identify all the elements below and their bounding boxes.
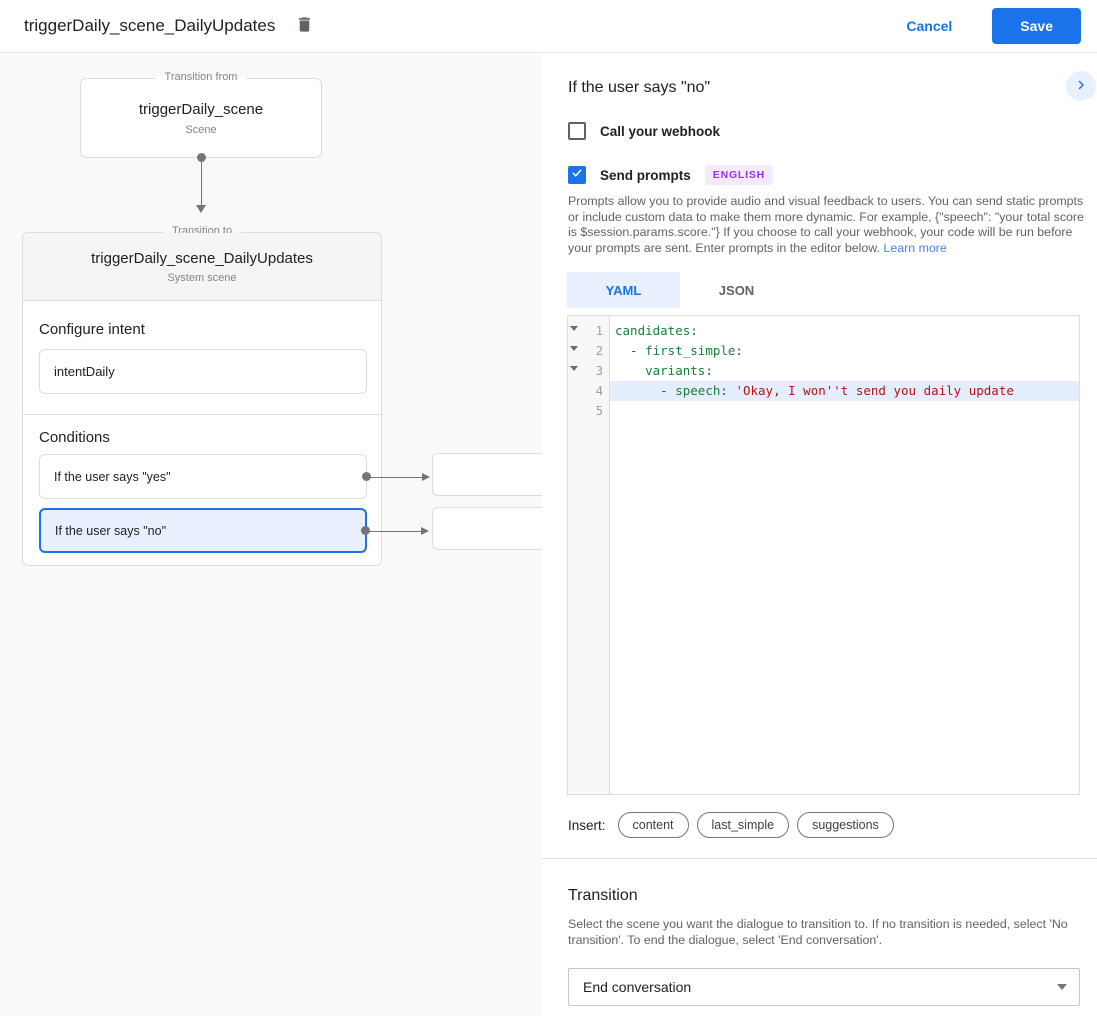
from-node-title: triggerDaily_scene (138, 100, 264, 118)
insert-chip-content[interactable]: content (617, 812, 689, 838)
arrow-down-icon (196, 205, 206, 213)
cancel-button[interactable]: Cancel (890, 10, 968, 42)
insert-chip-suggestions[interactable]: suggestions (797, 812, 894, 838)
check-icon (571, 166, 583, 184)
condition-label: If the user says "yes" (54, 469, 171, 484)
to-node-header: triggerDaily_scene_DailyUpdates System s… (23, 233, 381, 301)
code-token-key: variants (645, 363, 706, 378)
code-line: - speech: 'Okay, I won''t send you daily… (610, 381, 1079, 401)
connector-dot (196, 153, 206, 162)
save-button[interactable]: Save (992, 8, 1081, 44)
condition-detail-panel: If the user says "no" Call your webhook … (542, 53, 1097, 1016)
delete-button[interactable] (295, 14, 314, 38)
editor-code-area[interactable]: candidates: - first_simple: variants: - … (610, 316, 1079, 794)
editor-gutter: 1 2 3 4 5 (568, 316, 610, 794)
page-title: triggerDaily_scene_DailyUpdates (24, 16, 276, 35)
line-number: 5 (595, 404, 603, 418)
condition-target-node[interactable] (432, 453, 542, 496)
dropdown-caret-icon (1057, 984, 1067, 990)
code-token-str: 'Okay, I won''t send you daily update (735, 383, 1014, 398)
section-divider (542, 858, 1097, 859)
code-token-key: first_simple (645, 343, 736, 358)
webhook-checkbox-label: Call your webhook (600, 123, 721, 139)
arrow-right-icon (421, 526, 429, 535)
insert-chips: content last_simple suggestions (617, 812, 902, 838)
transition-to-card: Transition to triggerDaily_scene_DailyUp… (22, 225, 430, 566)
intent-field[interactable]: intentDaily (39, 349, 367, 394)
code-token-p: : (690, 323, 698, 338)
webhook-checkbox-row: Call your webhook (568, 122, 720, 140)
top-bar: triggerDaily_scene_DailyUpdates Cancel S… (0, 0, 1097, 53)
transition-select[interactable]: End conversation (568, 968, 1080, 1006)
yaml-code-editor: 1 2 3 4 5 candidates: - first_simple: varian… (567, 315, 1080, 795)
prompts-description-text: Prompts allow you to provide audio and v… (568, 194, 1084, 255)
code-line: candidates: (610, 321, 1079, 341)
send-prompts-checkbox-label: Send prompts (600, 167, 691, 183)
chevron-right-icon (1075, 79, 1087, 94)
send-prompts-checkbox-row: Send prompts ENGLISH (568, 165, 774, 185)
to-node-title: triggerDaily_scene_DailyUpdates (91, 249, 313, 267)
fold-arrow-icon[interactable] (570, 326, 578, 331)
to-node-subtitle: System scene (167, 271, 237, 284)
insert-chip-last_simple[interactable]: last_simple (696, 812, 790, 838)
connector-dot (362, 472, 371, 481)
code-line: variants: (610, 361, 1079, 381)
code-token-p: - (615, 343, 646, 358)
code-token-p: : (705, 363, 713, 378)
arrow-right-icon (422, 472, 430, 481)
prompts-description: Prompts allow you to provide audio and v… (568, 194, 1084, 256)
transition-from-legend: Transition from (155, 71, 247, 83)
panel-title: If the user says "no" (568, 79, 711, 96)
condition-item[interactable]: If the user says "no" (39, 508, 429, 553)
transition-from-node[interactable]: Transition from triggerDaily_scene Scene (80, 71, 322, 158)
code-line (610, 401, 1079, 421)
send-prompts-checkbox[interactable] (568, 166, 586, 184)
insert-row: Insert: content last_simple suggestions (568, 812, 902, 838)
line-number: 4 (595, 384, 603, 398)
code-token-key: speech (675, 383, 721, 398)
condition-label: If the user says "no" (55, 523, 167, 538)
connector-hline (369, 530, 421, 532)
language-badge: ENGLISH (704, 165, 774, 185)
card-divider (23, 414, 381, 415)
code-token-key: candidates (615, 323, 691, 338)
code-token-p: : (735, 343, 743, 358)
transition-arrow (196, 153, 206, 265)
conditions-label: Conditions (39, 429, 110, 446)
tab-json[interactable]: JSON (718, 282, 755, 298)
configure-intent-label: Configure intent (39, 321, 145, 338)
transition-selected-value: End conversation (583, 979, 692, 995)
learn-more-link[interactable]: Learn more (883, 240, 947, 255)
fold-arrow-icon[interactable] (570, 366, 578, 371)
code-token-p (615, 363, 645, 378)
trash-icon (295, 14, 314, 38)
from-node-subtitle: Scene (185, 123, 217, 136)
collapse-panel-button[interactable] (1066, 71, 1096, 101)
code-token-p: - (615, 383, 676, 398)
transition-description: Select the scene you want the dialogue t… (568, 917, 1068, 947)
line-number: 2 (595, 344, 603, 358)
diagram-canvas: Transition from triggerDaily_scene Scene… (0, 53, 542, 1016)
editor-format-tabs: YAML JSON (567, 272, 793, 308)
webhook-checkbox[interactable] (568, 122, 586, 140)
code-line: - first_simple: (610, 341, 1079, 361)
transition-section-title: Transition (568, 887, 638, 904)
fold-arrow-icon[interactable] (570, 346, 578, 351)
connector-dot (361, 526, 370, 535)
connector-hline (370, 476, 422, 478)
line-number: 1 (595, 324, 603, 338)
intent-value: intentDaily (54, 364, 115, 379)
insert-label: Insert: (568, 817, 606, 833)
condition-item[interactable]: If the user says "yes" (39, 454, 430, 499)
code-token-p: : (720, 383, 736, 398)
condition-target-node[interactable] (432, 507, 542, 550)
tab-yaml[interactable]: YAML (567, 272, 680, 308)
line-number: 3 (595, 364, 603, 378)
